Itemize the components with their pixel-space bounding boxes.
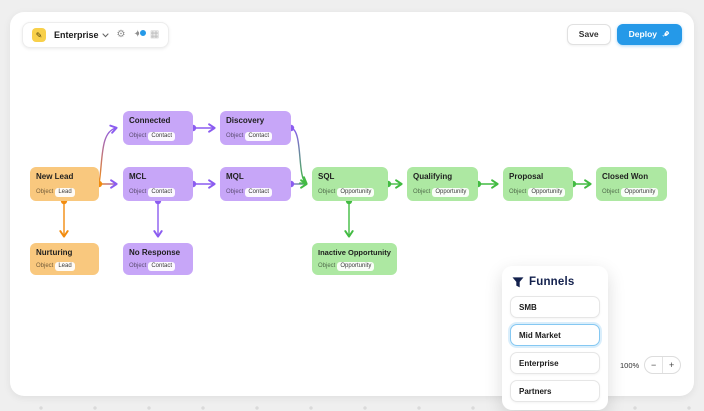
node-title: No Response <box>129 248 181 257</box>
funnel-item-mid-market[interactable]: Mid Market <box>510 324 600 346</box>
object-label: Object <box>602 189 620 196</box>
object-label: Object <box>413 189 431 196</box>
object-label: Object <box>509 189 527 196</box>
node-title: Closed Won <box>602 172 649 181</box>
node-title: MQL <box>226 172 244 181</box>
object-value: Contact <box>148 261 176 271</box>
save-button[interactable]: Save <box>566 24 611 45</box>
funnel-name-label: Enterprise <box>54 30 99 40</box>
zoom-pill: − + <box>644 356 682 374</box>
funnel-item-enterprise[interactable]: Enterprise <box>510 352 600 374</box>
zoom-level-label: 100% <box>620 360 640 370</box>
object-label: Object <box>129 133 147 140</box>
node-title: SQL <box>318 172 335 181</box>
deploy-label: Deploy <box>628 29 657 40</box>
zoom-in-button[interactable]: + <box>669 360 675 370</box>
object-label: Object <box>226 133 244 140</box>
deploy-button[interactable]: Deploy <box>616 24 682 45</box>
zoom-out-button[interactable]: − <box>651 360 657 370</box>
editor-toolbar: ✎ Enterprise ⚙ ✦ ▦ <box>22 22 170 48</box>
funnels-panel-title: Funnels <box>529 276 575 288</box>
funnel-item-smb[interactable]: SMB <box>510 296 600 318</box>
object-value: Contact <box>148 187 176 197</box>
divider <box>662 357 664 373</box>
object-label: Object <box>129 263 147 270</box>
rocket-icon <box>662 30 670 38</box>
object-value: Opportunity <box>337 187 375 197</box>
object-label: Object <box>36 189 54 196</box>
object-label: Object <box>318 189 336 196</box>
node-title: Nurturing <box>36 248 73 257</box>
object-value: Opportunity <box>337 261 375 271</box>
chevron-down-icon <box>101 32 109 37</box>
grid-view-icon[interactable]: ▦ <box>149 29 160 40</box>
node-title: Proposal <box>509 172 544 181</box>
object-label: Object <box>36 263 54 270</box>
object-label: Object <box>226 189 244 196</box>
object-label: Object <box>129 189 147 196</box>
object-value: Contact <box>245 131 273 141</box>
node-title: New Lead <box>36 172 74 181</box>
node-title: Qualifying <box>413 172 453 181</box>
node-title: MCL <box>129 172 147 181</box>
funnels-panel-header: Funnels <box>512 276 598 288</box>
object-label: Object <box>318 263 336 270</box>
funnel-item-partners[interactable]: Partners <box>510 380 600 402</box>
node-title: Discovery <box>226 116 265 125</box>
object-value: Opportunity <box>432 187 470 197</box>
object-value: Lead <box>55 261 75 271</box>
node-title: Inactive Opportunity <box>318 248 391 257</box>
object-value: Opportunity <box>621 187 659 197</box>
gear-icon[interactable]: ⚙ <box>116 29 126 40</box>
funnel-icon <box>512 276 524 287</box>
zoom-controls: 100% − + <box>620 356 682 374</box>
funnel-name-dropdown[interactable]: Enterprise <box>54 30 109 40</box>
header-actions: Save Deploy <box>566 24 682 45</box>
object-value: Contact <box>148 131 176 141</box>
node-title: Connected <box>129 116 171 125</box>
object-value: Contact <box>245 187 273 197</box>
sparkles-icon[interactable]: ✦ <box>134 29 147 40</box>
object-value: Lead <box>55 187 75 197</box>
edit-icon[interactable]: ✎ <box>32 28 46 42</box>
notification-dot <box>138 29 147 37</box>
funnels-panel: Funnels SMB Mid Market Enterprise Partne… <box>502 266 608 410</box>
object-value: Opportunity <box>528 187 566 197</box>
